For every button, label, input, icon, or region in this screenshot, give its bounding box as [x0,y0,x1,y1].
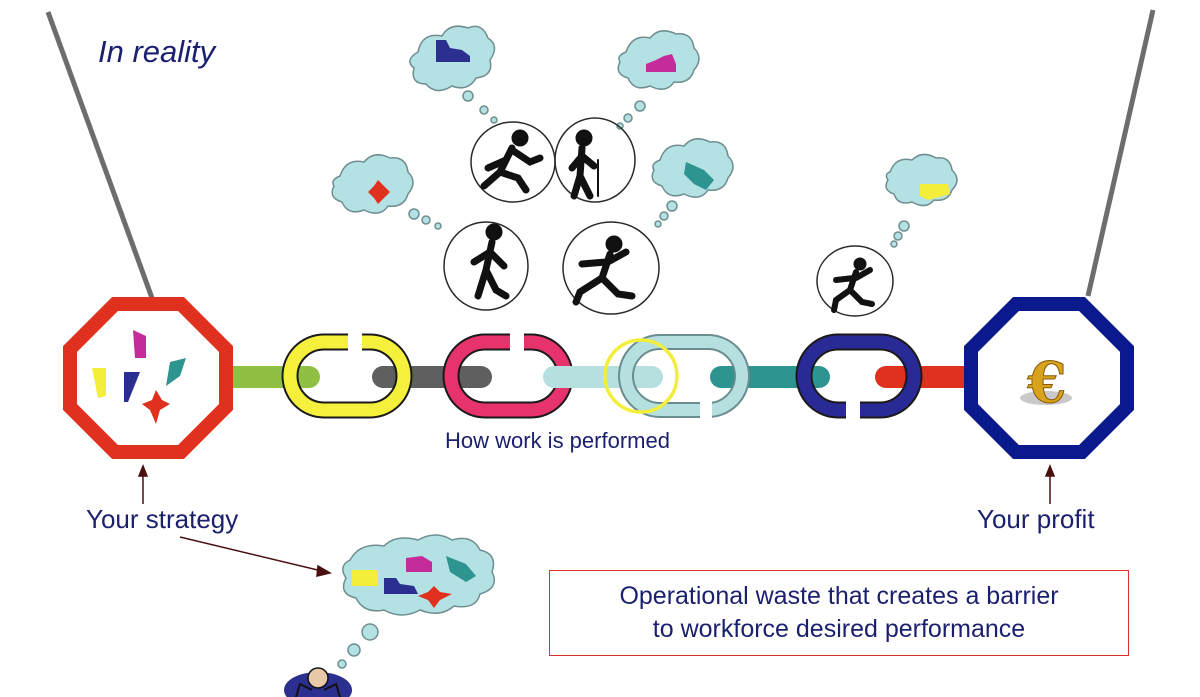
page-title: In reality [98,34,216,69]
running-worker-icon [470,129,875,313]
puzzle-piece-icon [142,390,170,424]
waste-text-line2: to workforce desired performance [652,615,1026,643]
puzzle-piece-icon [684,162,714,190]
chain-bar-gray [372,366,492,388]
waste-callout-box: Operational waste that creates a barrier… [549,570,1129,656]
strategy-to-manager-arrow [179,536,333,577]
strategy-label: Your strategy [86,504,239,534]
strategy-octagon [63,297,233,459]
waste-text-line1: Operational waste that creates a barrier [619,582,1059,610]
thinking-manager-icon [284,667,352,697]
left-rope [45,11,155,299]
profit-octagon: € [964,297,1134,459]
chain-caption: How work is performed [445,428,670,453]
puzzle-piece-icon [133,330,146,358]
chain-link-yellow [281,330,413,419]
profit-label: Your profit [977,504,1095,534]
right-rope [1085,9,1156,297]
puzzle-piece-icon [646,54,676,72]
euro-coin-icon: € [1027,350,1067,416]
puzzle-piece-icon [352,556,476,608]
profit-arrow [1044,463,1056,504]
puzzle-piece-icon [166,358,186,386]
puzzle-piece-icon [92,368,106,398]
puzzle-piece-icon [368,180,390,204]
strategy-arrow [137,463,149,504]
chain-link-lightblue [543,334,750,420]
worker-bubbles [443,117,894,317]
chain-link-navy [795,333,923,420]
puzzle-piece-icon [124,372,140,402]
thought-bubble-icon [331,25,958,669]
puzzle-piece-icon [436,40,470,62]
puzzle-piece-icon [920,184,950,200]
